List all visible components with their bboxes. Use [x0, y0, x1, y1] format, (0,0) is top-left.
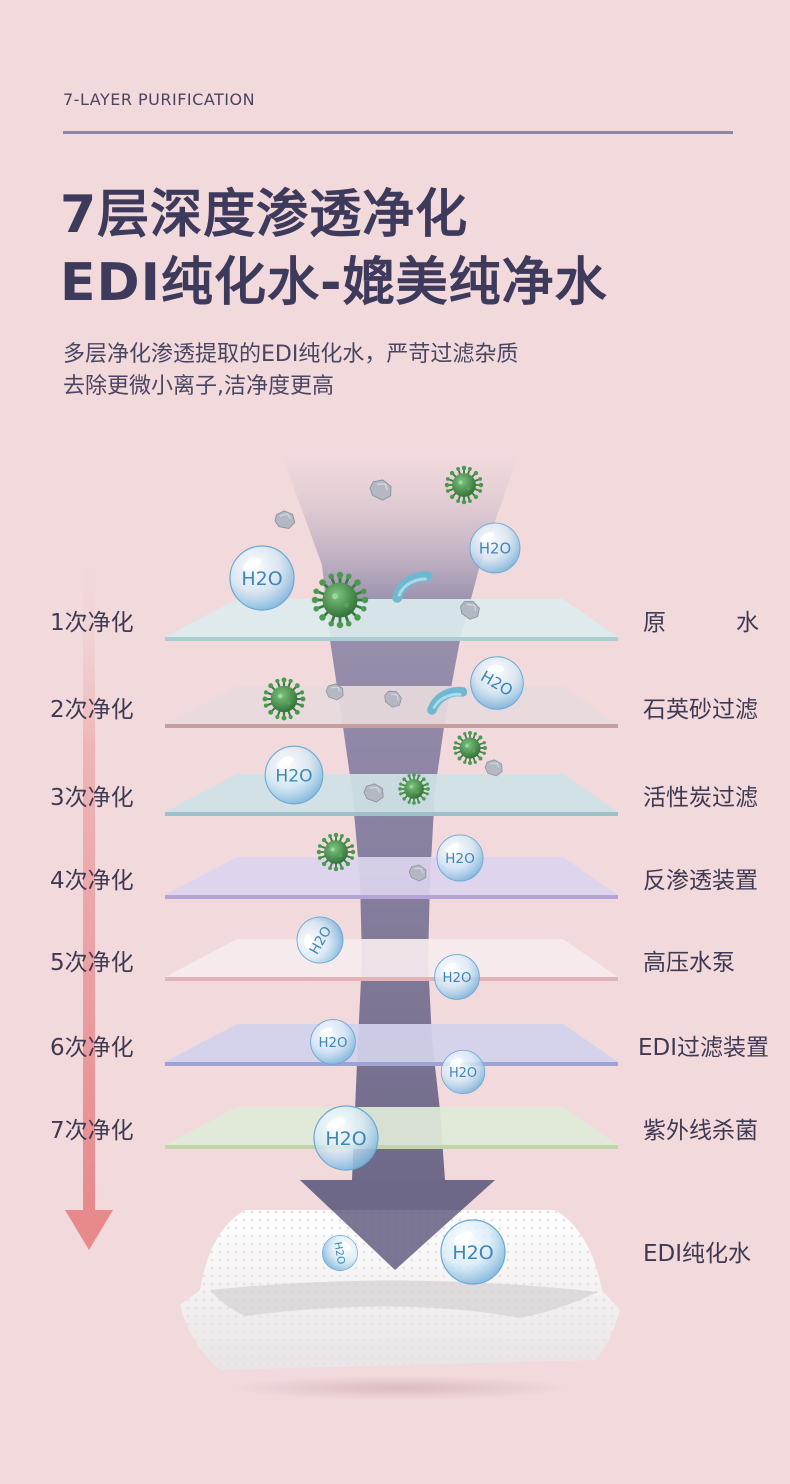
molecule-label: H2O	[331, 1241, 347, 1265]
header-divider	[63, 131, 733, 134]
virus-icon	[310, 570, 370, 630]
water-molecule-icon: H2O	[319, 1232, 361, 1274]
progress-down-arrow	[65, 545, 113, 1250]
molecule-label: H2O	[449, 1066, 477, 1081]
water-molecule-icon: H2O	[288, 908, 352, 972]
funnel-arrow-head	[300, 1180, 495, 1270]
particles: H2O H2O H2O H2O H2O H2O H2O H2O H2O H2O H2O H2O	[229, 464, 534, 1285]
filter-layer-7	[165, 1107, 618, 1149]
title-line-1: 7层深度渗透净化	[60, 185, 469, 245]
water-molecule-icon: H2O	[436, 834, 484, 882]
impurity-particle-icon	[273, 509, 297, 530]
molecule-label: H2O	[319, 1036, 348, 1051]
down-arrow-icon	[65, 1210, 113, 1250]
stage-label-7: 7次净化	[50, 1118, 134, 1144]
layer-name-5: 高压水泵	[643, 950, 735, 976]
water-molecule-icon: H2O	[469, 522, 521, 574]
water-molecule-icon: H2O	[229, 545, 295, 611]
water-molecule-icon: H2O	[264, 745, 324, 805]
stage-label-2: 2次净化	[50, 697, 134, 723]
molecule-label: H2O	[443, 971, 472, 986]
filter-layer-1	[165, 599, 618, 641]
molecule-label: H2O	[452, 1242, 493, 1264]
eyebrow-text: 7-LAYER PURIFICATION	[63, 90, 256, 109]
water-molecule-icon: H2O	[440, 1219, 506, 1285]
virus-icon	[315, 831, 357, 873]
title-line-2: EDI纯化水-媲美纯净水	[60, 253, 608, 313]
virus-icon	[261, 676, 307, 722]
filter-layer-4	[165, 857, 618, 899]
stage-label-3: 3次净化	[50, 785, 134, 811]
molecule-label: H2O	[479, 540, 511, 557]
virus-icon	[452, 730, 488, 766]
molecule-label: H2O	[325, 1128, 366, 1150]
layer-name-6: EDI过滤装置	[638, 1035, 770, 1061]
filter-layer-3	[165, 774, 618, 816]
description-line-2: 去除更微小离子,洁净度更高	[63, 374, 334, 399]
molecule-label: H2O	[275, 766, 312, 786]
filter-pad	[180, 1210, 620, 1400]
layer-name-3: 活性炭过滤	[643, 785, 758, 811]
virus-icon	[397, 772, 431, 806]
water-molecule-icon: H2O	[310, 1019, 356, 1065]
layer-name-1: 原水	[643, 610, 759, 636]
layer-name-2: 石英砂过滤	[643, 697, 758, 723]
layer-name-7: 紫外线杀菌	[643, 1118, 758, 1144]
virus-icon	[443, 464, 485, 506]
water-molecule-icon: H2O	[313, 1105, 379, 1171]
molecule-label: H2O	[241, 568, 282, 590]
stage-label-5: 5次净化	[50, 950, 134, 976]
filter-layer-5	[165, 939, 618, 981]
water-molecule-icon: H2O	[434, 954, 480, 1000]
description-line-1: 多层净化渗透提取的EDI纯化水，严苛过滤杂质	[63, 342, 519, 367]
stage-label-6: 6次净化	[50, 1035, 134, 1061]
water-molecule-icon: H2O	[460, 646, 534, 720]
result-label: EDI纯化水	[643, 1241, 752, 1267]
molecule-label: H2O	[445, 851, 475, 867]
water-molecule-icon: H2O	[440, 1049, 486, 1095]
layer-name-4: 反渗透装置	[643, 868, 758, 894]
stage-label-4: 4次净化	[50, 868, 134, 894]
stage-label-1: 1次净化	[50, 610, 134, 636]
filter-layer-6	[165, 1024, 618, 1066]
